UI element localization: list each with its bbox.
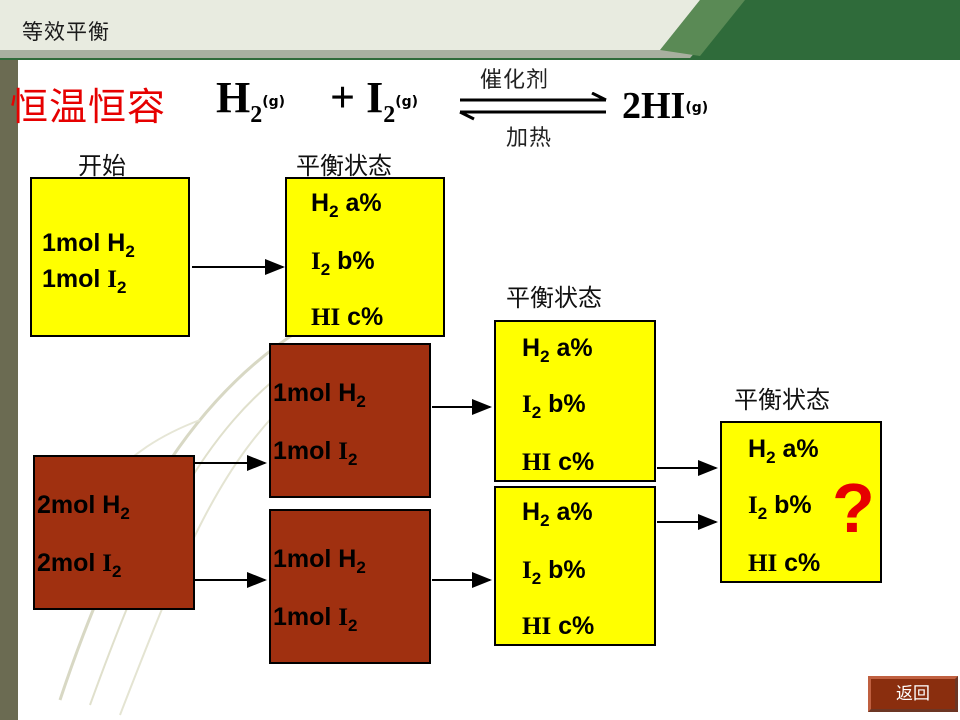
split-box-upper: 1mol H2 1mol I2 [269,343,431,498]
reversible-arrow [459,92,607,121]
heat-label: 加热 [506,126,553,151]
left-decor-bar [0,0,18,720]
equilibrium-box-result: H2 a% I2 b% HI c% [720,421,882,583]
reactant-i2: + I2(g) [330,73,419,128]
eq3-h2-line: H2 a% [522,498,593,530]
caption-equilibrium-2: 平衡状态 [506,284,602,312]
eq4-i2-line: I2 b% [748,491,812,523]
double-amount-box: 2mol H2 2mol I2 [33,455,195,610]
eq4-hi-line: HI c% [748,549,821,577]
eq4-h2-line: H2 a% [748,435,819,467]
eq3-i2-line: I2 b% [522,556,586,588]
caption-start: 开始 [78,152,126,180]
condition-label: 恒温恒容 [10,85,167,129]
page-title: 等效平衡 [22,20,110,44]
back-button[interactable]: 返回 [868,676,958,712]
start-i2-line: 1mol I2 [42,265,127,297]
split-box-lower: 1mol H2 1mol I2 [269,509,431,664]
double-h2-line: 2mol H2 [37,491,130,523]
catalyst-label: 催化剂 [480,68,550,93]
eq2-hi-line: HI c% [522,448,595,476]
equilibrium-box-1: H2 a% I2 b% HI c% [285,177,445,337]
eq2-h2-line: H2 a% [522,334,593,366]
split-upper-i2-line: 1mol I2 [273,437,358,469]
split-lower-i2-line: 1mol I2 [273,603,358,635]
caption-equilibrium-1: 平衡状态 [296,152,392,180]
eq1-h2-line: H2 a% [311,189,382,221]
equilibrium-box-2: H2 a% I2 b% HI c% [494,320,656,482]
eq3-hi-line: HI c% [522,612,595,640]
split-upper-h2-line: 1mol H2 [273,379,366,411]
reactant-h2: H2(g) [216,73,286,128]
split-lower-h2-line: 1mol H2 [273,545,366,577]
caption-equilibrium-3: 平衡状态 [734,386,830,414]
question-mark: ? [832,469,875,547]
equilibrium-box-3: H2 a% I2 b% HI c% [494,486,656,646]
start-box: 1mol H2 1mol I2 [30,177,190,337]
eq2-i2-line: I2 b% [522,390,586,422]
eq1-hi-line: HI c% [311,303,384,331]
double-i2-line: 2mol I2 [37,549,122,581]
start-h2-line: 1mol H2 [42,229,135,261]
product-hi: 2HI(g) [622,85,709,127]
header-banner [0,0,960,60]
eq1-i2-line: I2 b% [311,247,375,279]
